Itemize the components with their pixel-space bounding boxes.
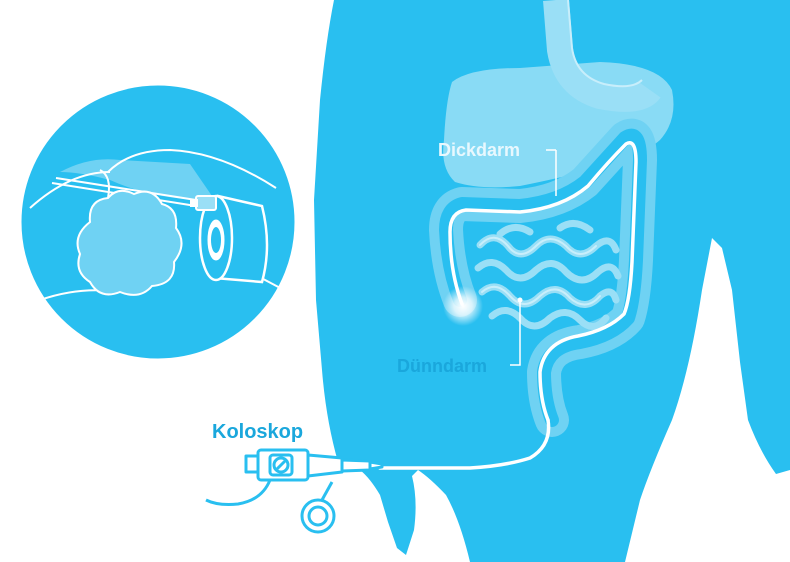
- label-dickdarm: Dickdarm: [438, 140, 520, 160]
- label-duenndarm: Dünndarm: [397, 356, 487, 376]
- scope-tip-glow: [443, 286, 483, 326]
- colonoscope-handle: [206, 450, 382, 532]
- duenndarm-leader-dot: [518, 298, 523, 303]
- magnified-view: [20, 84, 296, 360]
- label-koloskop: Koloskop: [212, 421, 303, 443]
